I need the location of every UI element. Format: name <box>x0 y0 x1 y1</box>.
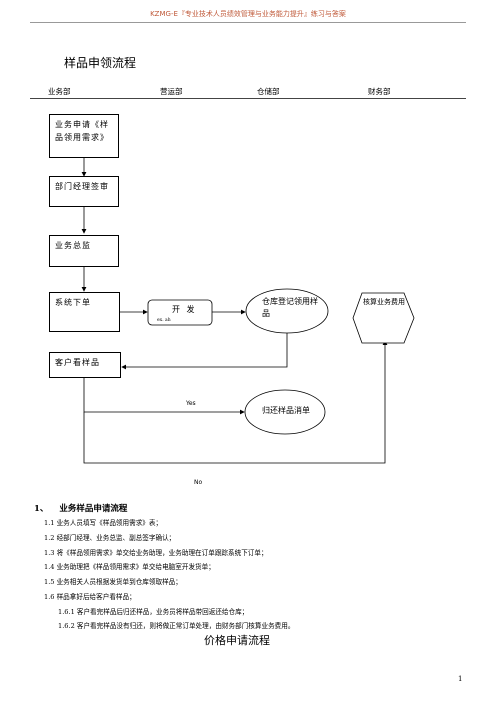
list-item: 1.2 经部门经理、业务总监、副总签字确认； <box>44 534 176 542</box>
dept-operations: 营运部 <box>160 87 183 96</box>
list-item: 1.5 业务相关人员根据发货单到仓库领取样品； <box>44 578 182 586</box>
step-develop-sub: ex. ah <box>157 318 171 323</box>
dept-divider <box>30 98 466 99</box>
step-return-label: 归还样品消单 <box>262 406 310 415</box>
step-order-label: 系统下单 <box>55 298 91 307</box>
no-label: No <box>194 479 203 486</box>
list-item: 1.6.2 客户看完样品没有归还，则将做正常订单处理，由财务部门核算业务费用。 <box>58 622 295 630</box>
dept-warehouse: 仓储部 <box>257 87 280 96</box>
header-divider <box>30 22 466 23</box>
list-item: 1.1 业务人员填写《样品领用需求》表； <box>44 519 163 527</box>
step-finance-label: 核算业务费用 <box>363 298 405 306</box>
step-order: 系统下单 <box>49 292 120 332</box>
step-director: 业务总监 <box>49 235 119 267</box>
step-warehouse-label: 仓库登记领用样品 <box>262 297 318 318</box>
step-apply-label: 业务申请《样品领用需求》 <box>55 120 109 142</box>
return-shape <box>244 389 326 435</box>
step-develop-label: 开 发 <box>172 305 197 314</box>
arrow-customer-finance <box>83 340 388 464</box>
arrow-customer-return <box>83 378 245 415</box>
step-apply: 业务申请《样品领用需求》 <box>49 114 119 158</box>
step-customer: 客户看样品 <box>49 352 121 378</box>
section-heading-num: 1、 <box>34 504 49 514</box>
list-item: 1.6.1 客户看完样品后归还样品，业务员将样品带回返还给仓库； <box>58 608 249 616</box>
finance-shape <box>352 292 415 344</box>
section-heading-text: 业务样品申请流程 <box>59 504 128 514</box>
list-item: 1.4 业务助理把《样品领用需求》单交给电脑室开发货单； <box>44 563 215 571</box>
list-item: 1.3 将《样品领用需求》单交给业务助理，业务助理在订单跟踪系统下订单； <box>44 549 268 557</box>
yes-label: Yes <box>186 400 196 407</box>
step-director-label: 业务总监 <box>55 241 91 250</box>
step-manager: 部门经理签审 <box>49 176 119 207</box>
page-header: KZMG-E『专业技术人员绩效管理与业务能力提升』练习与答案 <box>150 10 346 18</box>
page-number: 1 <box>458 675 463 683</box>
step-manager-label: 部门经理签审 <box>55 182 109 191</box>
document-title: 样品申领流程 <box>64 56 137 70</box>
next-section-title: 价格申请流程 <box>204 634 270 647</box>
dept-finance: 财务部 <box>368 87 391 96</box>
arrow-warehouse-customer <box>121 333 288 370</box>
dept-sales: 业务部 <box>48 87 71 96</box>
section-heading: 1、 业务样品申请流程 <box>34 502 127 514</box>
list-item: 1.6 样品拿好后给客户看样品； <box>44 593 136 601</box>
develop-shape <box>147 299 213 326</box>
warehouse-shape <box>245 288 329 334</box>
step-customer-label: 客户看样品 <box>55 358 100 367</box>
